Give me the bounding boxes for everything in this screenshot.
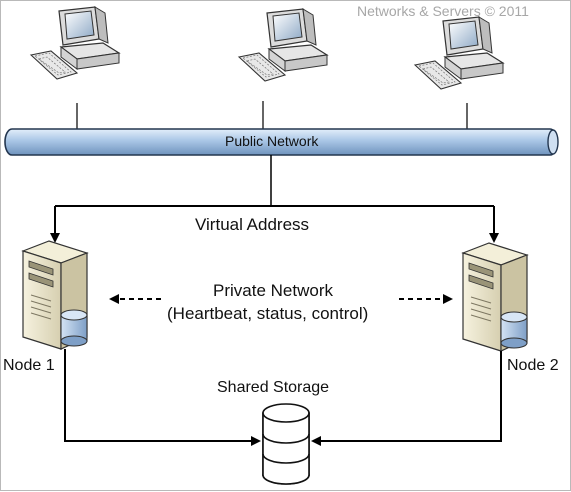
desktop-computer-icon bbox=[238, 8, 328, 82]
client-computer-2 bbox=[238, 8, 328, 82]
disk-icon bbox=[60, 309, 88, 347]
virtual-address-connector bbox=[50, 155, 499, 243]
node-2-label: Node 2 bbox=[507, 357, 559, 374]
virtual-address-label: Virtual Address bbox=[195, 215, 310, 234]
desktop-computer-icon bbox=[30, 6, 120, 80]
private-network-label: Private Network bbox=[213, 281, 333, 300]
node-2-storage-link bbox=[311, 351, 502, 446]
client-computer-3 bbox=[414, 16, 504, 90]
private-network-sublabel: (Heartbeat, status, control) bbox=[167, 304, 369, 323]
shared-storage-label: Shared Storage bbox=[217, 379, 330, 396]
node-1-storage-link bbox=[64, 349, 261, 446]
node-2-server bbox=[462, 242, 528, 352]
node-1-server bbox=[22, 240, 88, 350]
shared-storage-icon bbox=[262, 403, 310, 485]
client-computer-1 bbox=[30, 6, 120, 80]
node-1-label: Node 1 bbox=[3, 357, 55, 374]
disk-icon bbox=[500, 311, 528, 349]
desktop-computer-icon bbox=[414, 16, 504, 90]
public-network-label: Public Network bbox=[225, 133, 319, 149]
public-network-bus bbox=[4, 128, 559, 156]
watermark: Networks & Servers © 2011 bbox=[357, 3, 529, 19]
